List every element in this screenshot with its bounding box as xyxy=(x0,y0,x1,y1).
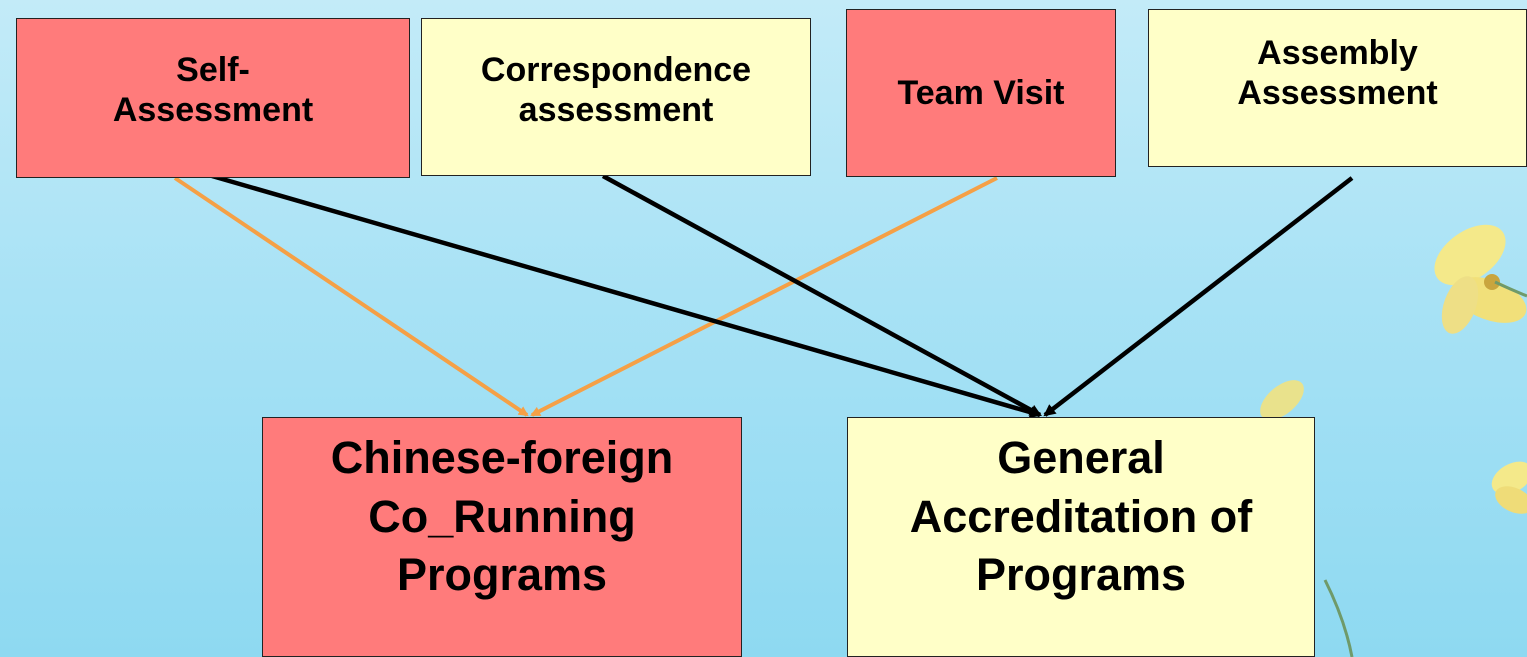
general-accreditation-box: General Accreditation of Programs xyxy=(847,417,1315,657)
chinese-foreign-programs-box: Chinese-foreign Co_Running Programs xyxy=(262,417,742,657)
flower-stem-icon xyxy=(1323,579,1354,657)
assembly-assessment-box: Assembly Assessment xyxy=(1148,9,1527,167)
flower-middle-icon xyxy=(1260,380,1304,420)
arrow-team-to-chinese xyxy=(530,176,998,417)
team-visit-label: Team Visit xyxy=(897,73,1065,112)
correspondence-assessment-label: Correspondence assessment xyxy=(480,50,752,129)
arrow-assembly-to-general xyxy=(1043,176,1354,417)
self-assessment-box: Self- Assessment xyxy=(16,18,410,178)
arrow-self-to-chinese xyxy=(173,176,529,417)
arrow-self-to-general xyxy=(211,173,1042,418)
flower-lower-icon xyxy=(1491,461,1527,514)
correspondence-assessment-box: Correspondence assessment xyxy=(421,18,811,176)
arrow-correspondence-to-general xyxy=(601,174,1042,417)
general-accreditation-label: General Accreditation of Programs xyxy=(909,432,1253,601)
team-visit-box: Team Visit xyxy=(846,9,1116,177)
chinese-foreign-programs-label: Chinese-foreign Co_Running Programs xyxy=(330,432,674,601)
flower-upper-icon xyxy=(1434,224,1527,334)
self-assessment-label: Self- Assessment xyxy=(112,50,314,129)
assembly-assessment-label: Assembly Assessment xyxy=(1237,33,1438,112)
